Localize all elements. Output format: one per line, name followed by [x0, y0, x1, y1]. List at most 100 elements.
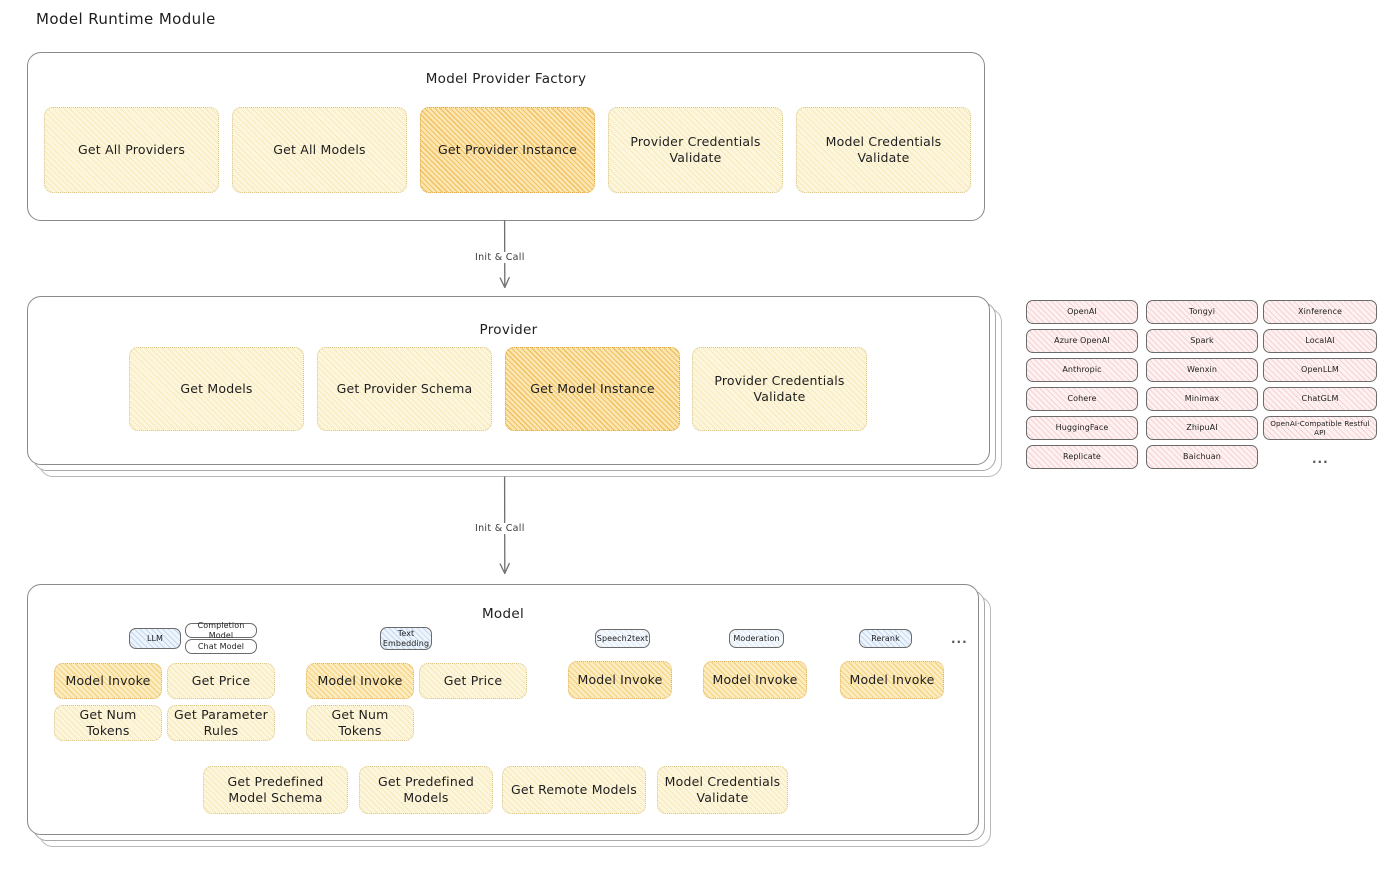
node-label: Model Invoke	[65, 673, 151, 688]
provider-chip-openai-compatible-restful-api[interactable]: OpenAI-Compatible Restful API	[1263, 416, 1377, 440]
node-label: Get Num Tokens	[79, 707, 137, 738]
model-provider-factory-title: Model Provider Factory	[425, 71, 587, 87]
node-text-embedding-model-invoke[interactable]: Model Invoke	[306, 663, 414, 699]
node-label: Get Model Instance	[530, 381, 655, 396]
node-moderation-model-invoke[interactable]: Model Invoke	[703, 661, 807, 699]
provider-chip-huggingface[interactable]: HuggingFace	[1026, 416, 1138, 440]
provider-chip-label: Baichuan	[1183, 451, 1221, 461]
provider-chip-localai[interactable]: LocalAI	[1263, 329, 1377, 353]
node-label: Get Predefined Model Schema	[227, 774, 324, 805]
node-get-provider-schema[interactable]: Get Provider Schema	[317, 347, 492, 431]
provider-chip-label: Tongyi	[1188, 306, 1216, 316]
provider-chip-label: OpenLLM	[1301, 364, 1339, 374]
node-llm-model-invoke[interactable]: Model Invoke	[54, 663, 162, 699]
provider-chip-label: OpenAI	[1067, 306, 1097, 316]
node-provider-credentials-validate-2[interactable]: Provider Credentials Validate	[692, 347, 867, 431]
node-get-all-providers[interactable]: Get All Providers	[44, 107, 219, 193]
node-label: Get Price	[443, 673, 503, 688]
node-text-embedding-get-num-tokens[interactable]: Get Num Tokens	[306, 705, 414, 741]
node-provider-credentials-validate[interactable]: Provider Credentials Validate	[608, 107, 783, 193]
node-label: Model Invoke	[317, 673, 403, 688]
node-speech2text-model-invoke[interactable]: Model Invoke	[568, 661, 672, 699]
node-label: Get Num Tokens	[331, 707, 389, 738]
node-label: Get Provider Schema	[336, 381, 473, 396]
badge-label: Rerank	[871, 633, 900, 643]
node-get-all-models[interactable]: Get All Models	[232, 107, 407, 193]
provider-chip-minimax[interactable]: Minimax	[1146, 387, 1258, 411]
node-label: Get Predefined Models	[378, 774, 474, 805]
provider-title: Provider	[479, 322, 538, 338]
provider-chip-tongyi[interactable]: Tongyi	[1146, 300, 1258, 324]
provider-chip-chatglm[interactable]: ChatGLM	[1263, 387, 1377, 411]
provider-chip-label: Cohere	[1067, 393, 1097, 403]
node-label: Get All Models	[273, 142, 366, 157]
node-label: Get Price	[191, 673, 251, 688]
node-model-credentials-validate[interactable]: Model Credentials Validate	[796, 107, 971, 193]
badge-label: LLM	[146, 633, 164, 643]
provider-chip-openllm[interactable]: OpenLLM	[1263, 358, 1377, 382]
provider-chip-label: LocalAI	[1305, 335, 1335, 345]
node-get-provider-instance[interactable]: Get Provider Instance	[420, 107, 595, 193]
provider-chip-spark[interactable]: Spark	[1146, 329, 1258, 353]
provider-chip-label: Replicate	[1063, 451, 1101, 461]
node-label: Provider Credentials Validate	[714, 373, 845, 404]
badge-label: Chat Model	[197, 641, 245, 651]
node-label: Get All Providers	[77, 142, 186, 157]
node-llm-get-num-tokens[interactable]: Get Num Tokens	[54, 705, 162, 741]
provider-chip-label: Wenxin	[1186, 364, 1218, 374]
node-label: Get Parameter Rules	[174, 707, 268, 738]
model-type-badge-llm[interactable]: LLM	[129, 628, 181, 649]
badge-label: Speech2text	[596, 633, 649, 643]
provider-chip-baichuan[interactable]: Baichuan	[1146, 445, 1258, 469]
provider-chip-replicate[interactable]: Replicate	[1026, 445, 1138, 469]
provider-chip-label: Spark	[1190, 335, 1214, 345]
node-get-predefined-model-schema[interactable]: Get Predefined Model Schema	[203, 766, 348, 814]
model-type-badge-speech2text[interactable]: Speech2text	[595, 629, 650, 648]
provider-chip-label: Minimax	[1184, 393, 1220, 403]
provider-chip-openai[interactable]: OpenAI	[1026, 300, 1138, 324]
provider-chip-anthropic[interactable]: Anthropic	[1026, 358, 1138, 382]
node-llm-get-parameter-rules[interactable]: Get Parameter Rules	[167, 705, 275, 741]
arrow-label-init-and-call-2: Init & Call	[471, 523, 529, 534]
badge-label: Moderation	[733, 633, 780, 643]
provider-chip-label: ZhipuAI	[1186, 422, 1218, 432]
page-title: Model Runtime Module	[36, 10, 216, 28]
model-type-badge-moderation[interactable]: Moderation	[729, 629, 784, 648]
model-title: Model	[481, 606, 525, 622]
node-label: Model Credentials Validate	[825, 134, 942, 165]
node-label: Get Remote Models	[511, 782, 637, 797]
node-llm-get-price[interactable]: Get Price	[167, 663, 275, 699]
node-label: Model Credentials Validate	[664, 774, 781, 805]
provider-chip-label: OpenAI-Compatible Restful API	[1270, 418, 1370, 437]
model-type-badge-text-embedding[interactable]: Text Embedding	[380, 627, 432, 650]
provider-chip-label: Azure OpenAI	[1054, 335, 1110, 345]
node-get-model-instance[interactable]: Get Model Instance	[505, 347, 680, 431]
node-model-credentials-validate-2[interactable]: Model Credentials Validate	[657, 766, 788, 814]
node-label: Model Invoke	[577, 672, 663, 687]
provider-chip-label: HuggingFace	[1055, 422, 1109, 432]
provider-chip-label: Anthropic	[1062, 364, 1102, 374]
node-rerank-model-invoke[interactable]: Model Invoke	[840, 661, 944, 699]
node-label: Get Models	[180, 381, 253, 396]
provider-chip-label: ChatGLM	[1301, 393, 1339, 403]
provider-chip-zhipuai[interactable]: ZhipuAI	[1146, 416, 1258, 440]
node-label: Model Invoke	[712, 672, 798, 687]
node-label: Get Provider Instance	[437, 142, 578, 157]
node-get-remote-models[interactable]: Get Remote Models	[502, 766, 646, 814]
arrow-label-init-and-call-1: Init & Call	[471, 252, 529, 263]
provider-list-more-ellipsis: ...	[1312, 452, 1329, 466]
model-type-badge-rerank[interactable]: Rerank	[859, 629, 912, 648]
provider-chip-label: Xinference	[1298, 306, 1342, 316]
node-get-models[interactable]: Get Models	[129, 347, 304, 431]
model-subtype-badge-chat-model[interactable]: Chat Model	[185, 639, 257, 654]
node-get-predefined-models[interactable]: Get Predefined Models	[359, 766, 493, 814]
model-types-more-ellipsis: ...	[951, 632, 968, 646]
provider-chip-wenxin[interactable]: Wenxin	[1146, 358, 1258, 382]
provider-chip-azure-openai[interactable]: Azure OpenAI	[1026, 329, 1138, 353]
model-subtype-badge-completion-model[interactable]: Completion Model	[185, 621, 257, 640]
provider-chip-xinference[interactable]: Xinference	[1263, 300, 1377, 324]
node-text-embedding-get-price[interactable]: Get Price	[419, 663, 527, 699]
provider-chip-cohere[interactable]: Cohere	[1026, 387, 1138, 411]
node-label: Model Invoke	[849, 672, 935, 687]
